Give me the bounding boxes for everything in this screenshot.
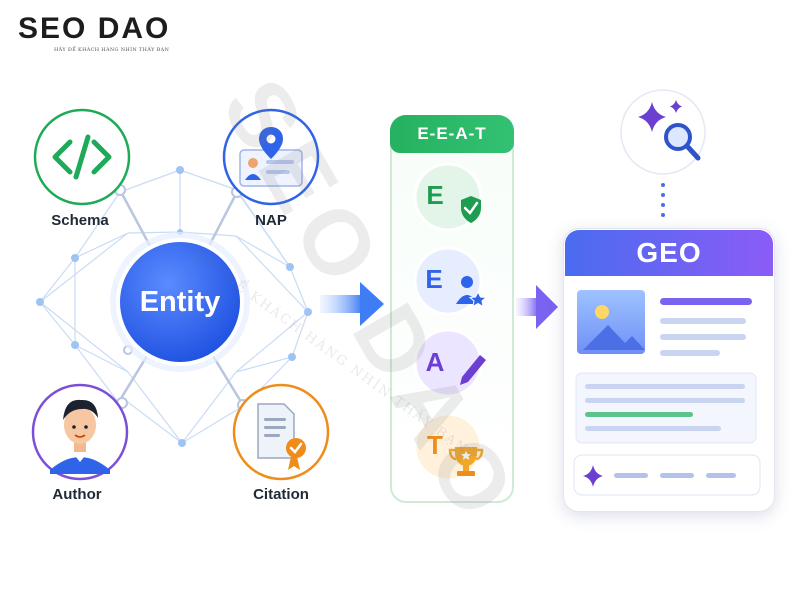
entity-circle xyxy=(116,238,244,366)
user-star-icon xyxy=(456,276,488,308)
network-mesh xyxy=(39,169,309,444)
nap-label: NAP xyxy=(255,212,287,229)
shield-check-icon xyxy=(461,196,481,223)
entity-label: Entity xyxy=(139,285,221,318)
location-id-card-icon xyxy=(239,127,303,187)
citation-node xyxy=(232,383,330,481)
geo-title: GEO xyxy=(565,230,773,276)
code-icon xyxy=(52,134,112,180)
pen-icon xyxy=(460,355,486,385)
eeat-title: E-E-A-T xyxy=(390,115,514,153)
trophy-icon xyxy=(448,447,484,476)
eeat-letter-trust: T xyxy=(427,430,443,460)
nap-node xyxy=(222,108,320,206)
citation-label: Citation xyxy=(253,486,309,503)
eeat-letter-expertise: E xyxy=(425,264,443,294)
sparkle-icon xyxy=(583,465,603,487)
schema-label: Schema xyxy=(51,212,109,229)
author-label: Author xyxy=(52,486,102,503)
image-placeholder-icon xyxy=(577,290,645,354)
author-node xyxy=(31,383,129,481)
certified-document-icon xyxy=(257,403,306,470)
arrow-to-eeat xyxy=(320,282,384,326)
brand-tagline: HÃY ĐỂ KHÁCH HÀNG NHÌN THẤY BẠN xyxy=(54,47,170,53)
dotted-connector xyxy=(661,183,665,217)
schema-node xyxy=(33,108,131,206)
sparkle-search-badge xyxy=(620,89,706,175)
eeat-letter-authoritativeness: A xyxy=(425,347,445,377)
arrow-to-geo xyxy=(516,285,558,329)
person-avatar-icon xyxy=(50,399,110,474)
sparkle-search-icon xyxy=(638,100,701,161)
brand-name: SEO DAO xyxy=(18,12,171,45)
eeat-letter-experience: E xyxy=(426,180,444,210)
